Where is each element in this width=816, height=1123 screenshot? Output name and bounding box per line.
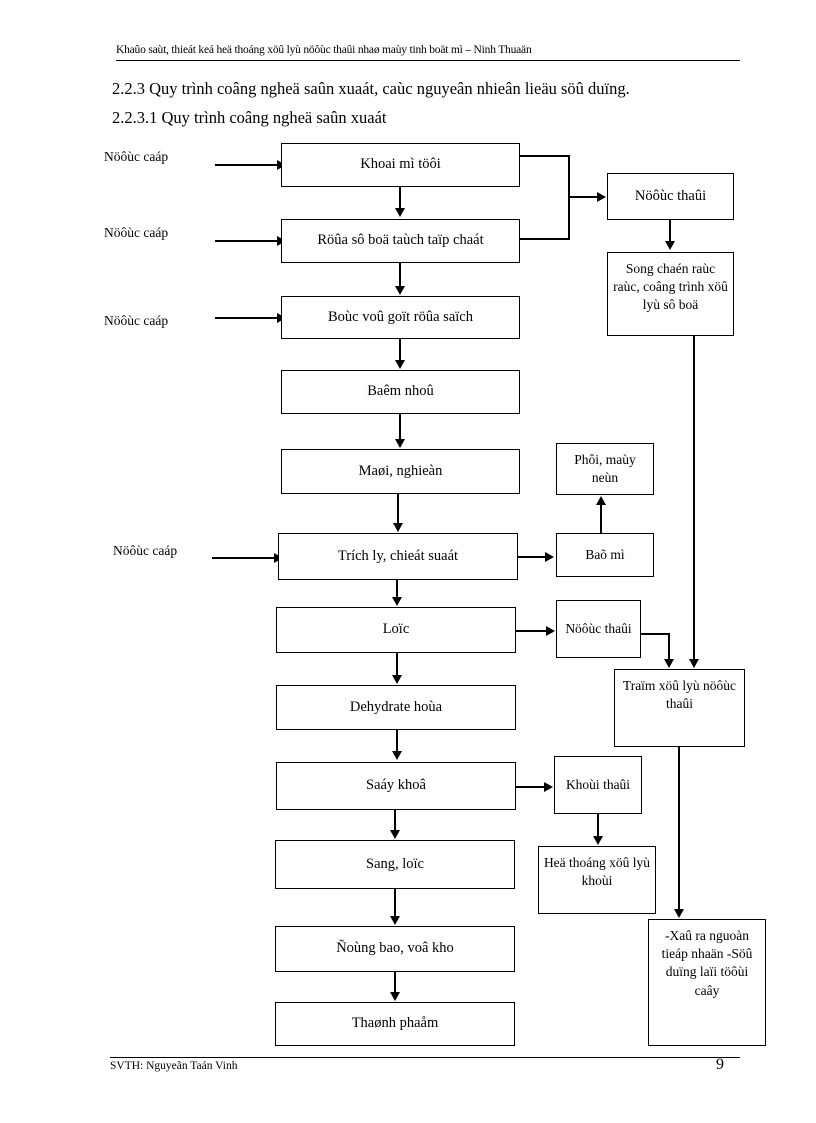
node-xa-ra-nguon[interactable]: -Xaû ra nguoàn tieáp nhaän -Söû duïng la… — [648, 919, 766, 1046]
node-sang-loc[interactable]: Sang, loïc — [275, 840, 515, 889]
arrow-head-boc-to-bam — [395, 360, 405, 369]
arrow-head-say-to-sang — [390, 830, 400, 839]
footer-author: SVTH: Nguyeãn Taán Vinh — [110, 1060, 238, 1072]
arrow-head-dong-to-thanh — [390, 992, 400, 1001]
section-heading: 2.2.3 Quy trình coâng ngheä saûn xuaát, … — [112, 79, 630, 98]
subsection-heading: 2.2.3.1 Quy trình coâng ngheä saûn xuaát — [112, 108, 387, 127]
running-header: Khaûo saùt, thieát keá heä thoáng xöû ly… — [116, 44, 532, 56]
arrow-head-ba-mi-to-phoi — [596, 496, 606, 505]
arrow-head-loc-to-nuoc-thai — [546, 626, 555, 636]
label-nuoc-cap-1: Nöôùc caáp — [104, 149, 169, 164]
connector-dong-to-thanh — [394, 972, 396, 993]
node-dehydrate[interactable]: Dehydrate hoùa — [276, 685, 516, 730]
connector-rua-to-boc — [399, 263, 401, 287]
label-nuoc-cap-2: Nöôùc caáp — [104, 225, 169, 240]
arrow-head-say-to-khoi-thai — [544, 782, 553, 792]
node-ba-mi[interactable]: Baõ mì — [556, 533, 654, 577]
arrow-head-khoai-to-rua — [395, 208, 405, 217]
node-khoai-mi-tuoi[interactable]: Khoai mì töôi — [281, 143, 520, 187]
node-nuoc-thai-2[interactable]: Nöôùc thaûi — [556, 600, 641, 658]
connector-bus-to-nuoc-thai — [568, 196, 600, 198]
node-mai-nghien[interactable]: Maøi, nghieàn — [281, 449, 520, 494]
arrow-head-bam-to-mai — [395, 439, 405, 448]
connector-nuoc-thai-down — [668, 633, 670, 660]
connector-khoi-thai-to-he-thong — [597, 814, 599, 838]
node-say-kho[interactable]: Saáy khoâ — [276, 762, 516, 810]
connector-dehydrate-to-say — [396, 730, 398, 752]
connector-trich-to-ba-mi — [518, 556, 546, 558]
connector-nuoc-thai-to-song-chan — [669, 220, 671, 242]
arrow-head-dehydrate-to-say — [392, 751, 402, 760]
connector-rua-to-bus — [520, 238, 570, 240]
arrow-head-loc-to-dehydrate — [392, 675, 402, 684]
arrow-head-mai-to-trich — [393, 523, 403, 532]
arrow-head-sang-to-dong — [390, 916, 400, 925]
connector-song-chan-to-tram — [693, 336, 695, 660]
arrow-line-nuoc-cap-1 — [215, 164, 281, 166]
connector-say-to-sang — [394, 810, 396, 831]
arrow-head-rua-to-boc — [395, 286, 405, 295]
arrow-head-bus-to-nuoc-thai — [597, 192, 606, 202]
connector-mai-to-trich — [397, 494, 399, 524]
node-rua-so-bo[interactable]: Röûa sô boä taùch taïp chaát — [281, 219, 520, 263]
arrow-line-nuoc-cap-3 — [215, 317, 281, 319]
node-bam-nho[interactable]: Baêm nhoû — [281, 370, 520, 414]
connector-khoai-to-bus — [520, 155, 570, 157]
arrow-head-trich-to-ba-mi — [545, 552, 554, 562]
connector-khoai-to-rua — [399, 187, 401, 210]
arrow-head-nuoc-thai-to-song-chan — [665, 241, 675, 250]
arrow-head-trich-to-loc — [392, 597, 402, 606]
node-boc-vo[interactable]: Boùc voû goït röûa saïch — [281, 296, 520, 339]
node-song-chan-rac[interactable]: Song chaén raùc raùc, coâng trình xöû ly… — [607, 252, 734, 336]
connector-loc-to-nuoc-thai — [516, 630, 546, 632]
arrow-head-khoi-thai-to-he-thong — [593, 836, 603, 845]
arrow-head-song-chan-to-tram — [689, 659, 699, 668]
node-phoi-may-nen[interactable]: Phôi, maùy neùn — [556, 443, 654, 495]
connector-loc-to-dehydrate — [396, 653, 398, 676]
connector-boc-to-bam — [399, 339, 401, 361]
connector-trich-to-loc — [396, 580, 398, 598]
connector-tram-to-xa-ra-nguon — [678, 747, 680, 910]
page-number: 9 — [716, 1056, 724, 1073]
connector-ba-mi-to-phoi — [600, 505, 602, 533]
arrow-head-tram-to-xa-ra-nguon — [674, 909, 684, 918]
label-nuoc-cap-4: Nöôùc caáp — [113, 543, 178, 558]
connector-say-to-khoi-thai — [516, 786, 544, 788]
node-khoi-thai[interactable]: Khoùi thaûi — [554, 756, 642, 814]
node-loc[interactable]: Loïc — [276, 607, 516, 653]
connector-bam-to-mai — [399, 414, 401, 440]
node-thanh-pham[interactable]: Thaønh phaåm — [275, 1002, 515, 1046]
node-he-thong-xu-ly-khoi[interactable]: Heä thoáng xöû lyù khoùi — [538, 846, 656, 914]
arrow-head-nuoc-thai-to-tram — [664, 659, 674, 668]
label-nuoc-cap-3: Nöôùc caáp — [104, 313, 169, 328]
node-nuoc-thai-1[interactable]: Nöôùc thaûi — [607, 173, 734, 220]
node-dong-bao[interactable]: Ñoùng bao, voâ kho — [275, 926, 515, 972]
node-trich-ly[interactable]: Trích ly, chieát suaát — [278, 533, 518, 580]
arrow-line-nuoc-cap-4 — [212, 557, 278, 559]
header-rule — [116, 60, 740, 61]
connector-sang-to-dong — [394, 889, 396, 917]
footer-rule — [110, 1057, 740, 1058]
arrow-line-nuoc-cap-2 — [215, 240, 281, 242]
connector-nuoc-thai-right — [641, 633, 670, 635]
node-tram-xu-ly[interactable]: Traïm xöû lyù nöôùc thaûi — [614, 669, 745, 747]
